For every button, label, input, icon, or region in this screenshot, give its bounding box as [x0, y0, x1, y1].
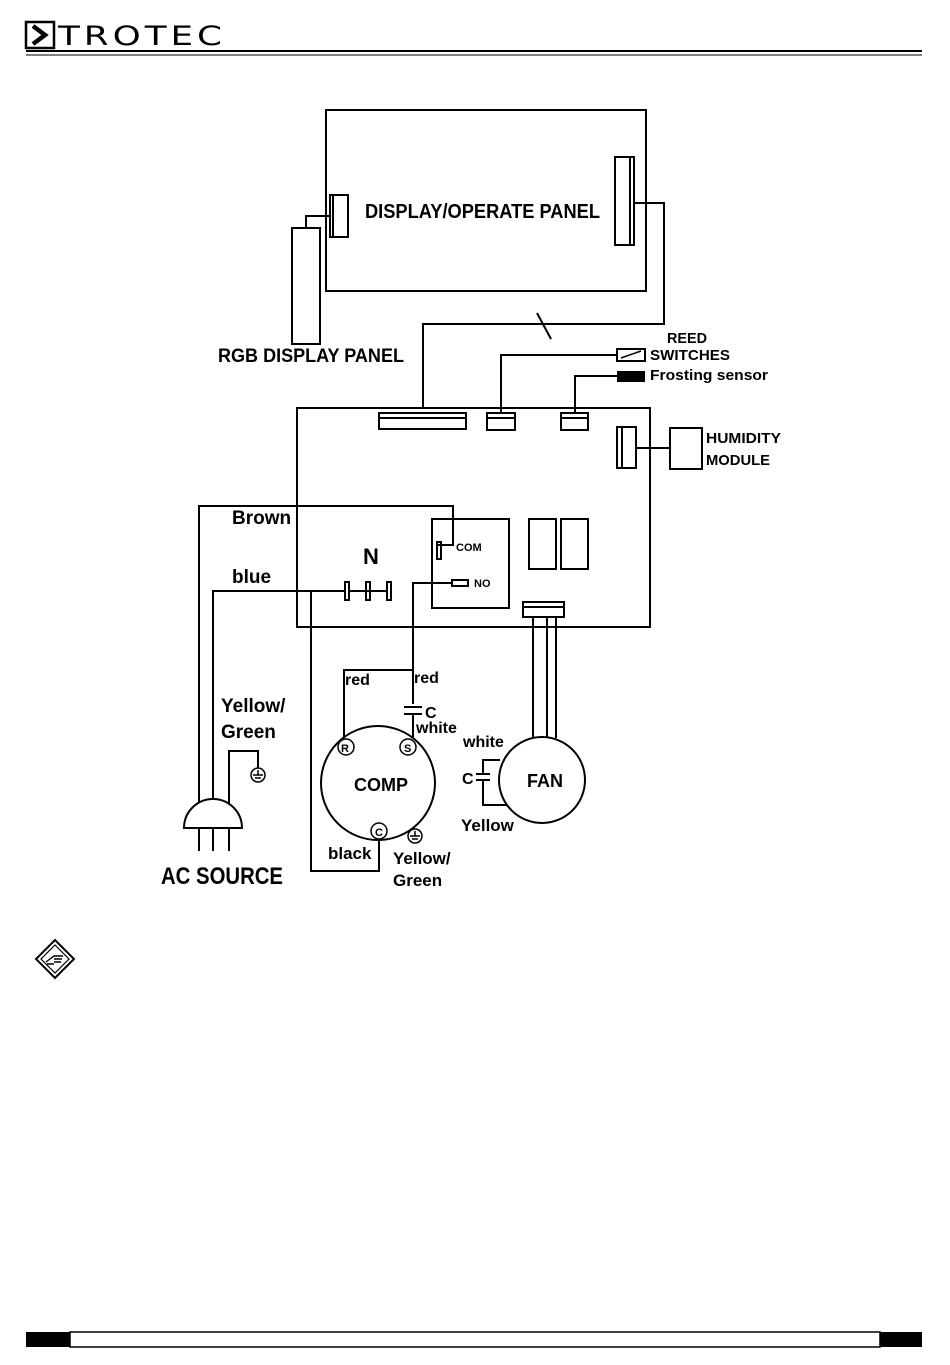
note-hand-icon: [34, 938, 76, 980]
comp-yg-label-line2: Green: [393, 871, 442, 890]
yg-label-line2: Green: [221, 722, 276, 743]
black-label: black: [328, 844, 372, 863]
footer-bar: [70, 1332, 880, 1347]
fan-connector: [523, 602, 564, 617]
cable-slash-mark: [537, 313, 551, 339]
fan-cap-label: C: [462, 771, 474, 788]
neutral-terminal-3: [387, 582, 391, 600]
rgb-panel-label: RGB DISPLAY PANEL: [218, 346, 404, 367]
reed-label-line2: SWITCHES: [650, 347, 730, 364]
fan-white-label: white: [462, 734, 504, 751]
page-footer: [0, 1320, 950, 1360]
capacitor-block-a: [529, 519, 556, 569]
neutral-terminal-1: [345, 582, 349, 600]
ac-plug-icon: [184, 799, 242, 828]
ground-icon: [251, 768, 265, 782]
display-right-connector: [615, 157, 634, 245]
comp-white-label: white: [415, 720, 457, 737]
comp-yg-label-line1: Yellow/: [393, 849, 451, 868]
red-label-left: red: [345, 672, 370, 689]
capacitor-block-b: [561, 519, 588, 569]
footer-svg: [0, 1320, 950, 1360]
board-humidity-connector: [617, 427, 636, 468]
red-label-right: red: [414, 670, 439, 687]
terminal-s-label: S: [404, 743, 411, 755]
fan-label: FAN: [527, 771, 563, 791]
relay-no-label: NO: [474, 578, 491, 590]
neutral-label: N: [363, 544, 379, 569]
relay-no-contact: [452, 580, 468, 586]
ac-source-label: AC SOURCE: [161, 863, 283, 890]
compressor-label: COMP: [354, 775, 408, 795]
fan-yellow-label: Yellow: [461, 816, 515, 835]
humidity-label-line2: MODULE: [706, 452, 770, 469]
compressor-ground-icon: [408, 829, 422, 843]
display-panel-label: DISPLAY/OPERATE PANEL: [365, 201, 600, 223]
reed-label-line1: REED: [667, 330, 707, 347]
frosting-sensor-label: Frosting sensor: [650, 367, 768, 384]
frosting-sensor-symbol: [617, 371, 645, 382]
yg-label-line1: Yellow/: [221, 696, 286, 717]
blue-label: blue: [232, 567, 271, 588]
terminal-r-label: R: [341, 743, 349, 755]
fan-cap-wire: [483, 760, 500, 774]
footer-block-left: [26, 1332, 70, 1347]
note-hand-icon-svg: [34, 938, 76, 980]
relay-block: [432, 519, 509, 608]
terminal-c-label: C: [375, 827, 383, 839]
reed-wire: [501, 355, 617, 413]
footer-block-right: [880, 1332, 922, 1347]
brown-label: Brown: [232, 508, 291, 529]
board-reed-connector: [487, 413, 515, 430]
rgb-display-panel: [292, 228, 320, 344]
relay-com-label: COM: [456, 542, 482, 554]
board-frost-connector: [561, 413, 588, 430]
humidity-module: [670, 428, 702, 469]
humidity-label-line1: HUMIDITY: [706, 430, 781, 447]
board-display-connector: [379, 413, 466, 429]
